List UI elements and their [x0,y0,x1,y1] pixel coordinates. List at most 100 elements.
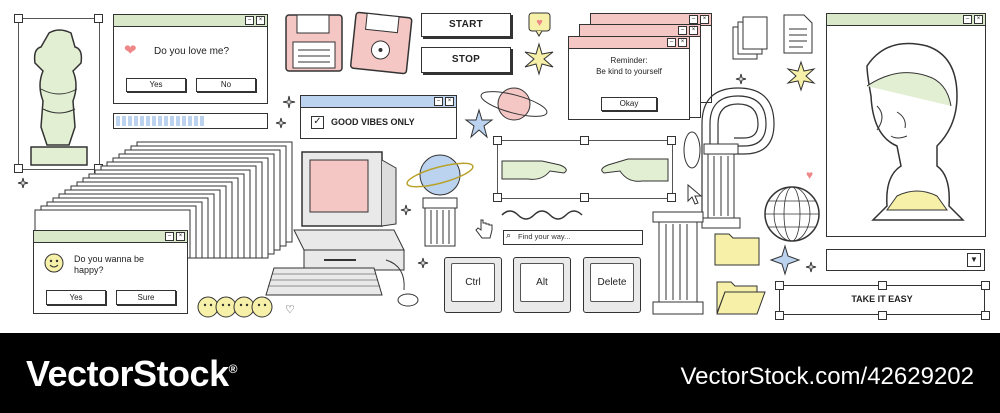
greek-bust-image [866,42,965,221]
brand-name: VectorStock [26,353,229,394]
frame-handle[interactable] [580,136,589,145]
statue-frame [18,18,100,170]
alt-key[interactable]: Alt [513,257,571,313]
dropdown-arrow-icon[interactable]: ▼ [967,253,981,267]
brand-logo: VectorStock® [26,353,237,395]
planet-icon [480,87,548,121]
frame-handle[interactable] [667,193,676,202]
title-bar: –× [34,231,187,243]
ctrl-key-label: Ctrl [451,263,495,302]
frame-handle[interactable] [493,136,502,145]
frame-handle[interactable] [981,281,990,290]
loading-bar [113,113,268,129]
registered-mark: ® [228,362,238,376]
minimize-icon[interactable]: – [434,97,443,106]
no-button[interactable]: No [196,78,256,92]
heart-icon: ❤ [124,42,137,59]
arch-column-icon [683,87,775,229]
frame-handle[interactable] [14,164,23,173]
happy-question-line1: Do you wanna be [74,254,145,264]
pointer-cursor-icon [687,183,703,205]
documents-stack-icon [732,16,768,60]
folder-icon [714,233,760,266]
frame-handle[interactable] [94,14,103,23]
open-folder-icon [716,281,766,315]
good-vibes-checkbox[interactable]: ✓ [311,116,324,129]
love-question: Do you love me? [154,46,230,57]
search-placeholder: Find your way... [518,232,571,241]
small-heart-icon: ♥ [806,168,814,182]
small-heart-icon: ♡ [285,304,295,316]
frame-handle[interactable] [981,311,990,320]
close-icon[interactable]: × [445,97,454,106]
globe-pedestal-icon [406,154,474,247]
heart-bubble-icon: ♥ [528,12,551,37]
ctrl-key[interactable]: Ctrl [444,257,502,313]
minimize-icon[interactable]: – [667,38,676,47]
search-icon: ⌕ [506,230,512,240]
minimize-icon[interactable]: – [245,16,254,25]
svg-text:♥: ♥ [536,17,543,29]
title-bar: –× [114,15,267,27]
delete-key[interactable]: Delete [583,257,641,313]
sparkle-burst-icon [524,42,554,76]
minimize-icon[interactable]: – [165,232,174,241]
yes-button[interactable]: Yes [46,290,106,305]
document-icon [783,14,813,54]
sure-button[interactable]: Sure [116,290,176,305]
sparkle-icon [417,257,429,269]
creation-hands-image [501,158,669,182]
floppy-disk-icon [285,14,343,72]
frame-handle[interactable] [775,281,784,290]
floppy-disk-icon [349,11,413,75]
dropdown-select[interactable]: ▼ [826,249,985,271]
hand-cursor-icon [475,219,493,239]
retro-computer-icon [265,151,419,307]
wireframe-globe-icon [764,186,820,242]
image-id: VectorStock.com/42629202 [680,363,974,390]
happy-dialog: –× Do you wanna be happy? Yes Sure [33,230,188,314]
smiley-row-icon [197,296,273,318]
delete-key-label: Delete [590,263,634,302]
frame-handle[interactable] [878,281,887,290]
sparkle-icon [735,73,747,85]
frame-handle[interactable] [14,14,23,23]
reminder-dialog: –× Reminder: Be kind to yourself Okay [568,36,690,120]
search-bar[interactable]: ⌕ Find your way... [503,230,643,245]
happy-question: Do you wanna be happy? [74,254,144,276]
bust-window: –× [826,13,986,237]
blue-star-icon [464,108,494,139]
close-icon[interactable]: × [176,232,185,241]
frame-handle[interactable] [580,193,589,202]
creation-hands-frame [497,140,673,199]
sparkle-icon [282,95,296,109]
yes-button[interactable]: Yes [126,78,186,92]
love-dialog: –× ❤ Do you love me? Yes No [113,14,268,104]
frame-handle[interactable] [775,311,784,320]
title-bar: –× [301,96,456,108]
reminder-title: Reminder: [610,56,648,65]
okay-button[interactable]: Okay [601,97,657,111]
watermark-footer: VectorStock® VectorStock.com/42629202 [0,333,1000,413]
loading-bar-fill [116,116,204,126]
close-icon[interactable]: × [974,15,983,24]
blue-star-icon [769,244,801,276]
title-bar: –× [827,14,985,26]
take-it-easy-label: TAKE IT EASY [851,294,913,304]
close-icon[interactable]: × [678,38,687,47]
sparkle-icon [275,117,287,129]
start-button[interactable]: START [421,13,511,37]
happy-question-line2: happy? [74,265,104,275]
alt-key-label: Alt [520,263,564,302]
frame-handle[interactable] [667,136,676,145]
venus-statue-image [30,29,88,166]
stop-button[interactable]: STOP [421,47,511,73]
column-icon [652,211,704,315]
reminder-message: Be kind to yourself [596,67,662,76]
take-it-easy-box[interactable]: TAKE IT EASY [779,285,985,315]
close-icon[interactable]: × [256,16,265,25]
good-vibes-window: –× ✓ GOOD VIBES ONLY [300,95,457,139]
frame-handle[interactable] [878,311,887,320]
minimize-icon[interactable]: – [963,15,972,24]
frame-handle[interactable] [493,193,502,202]
